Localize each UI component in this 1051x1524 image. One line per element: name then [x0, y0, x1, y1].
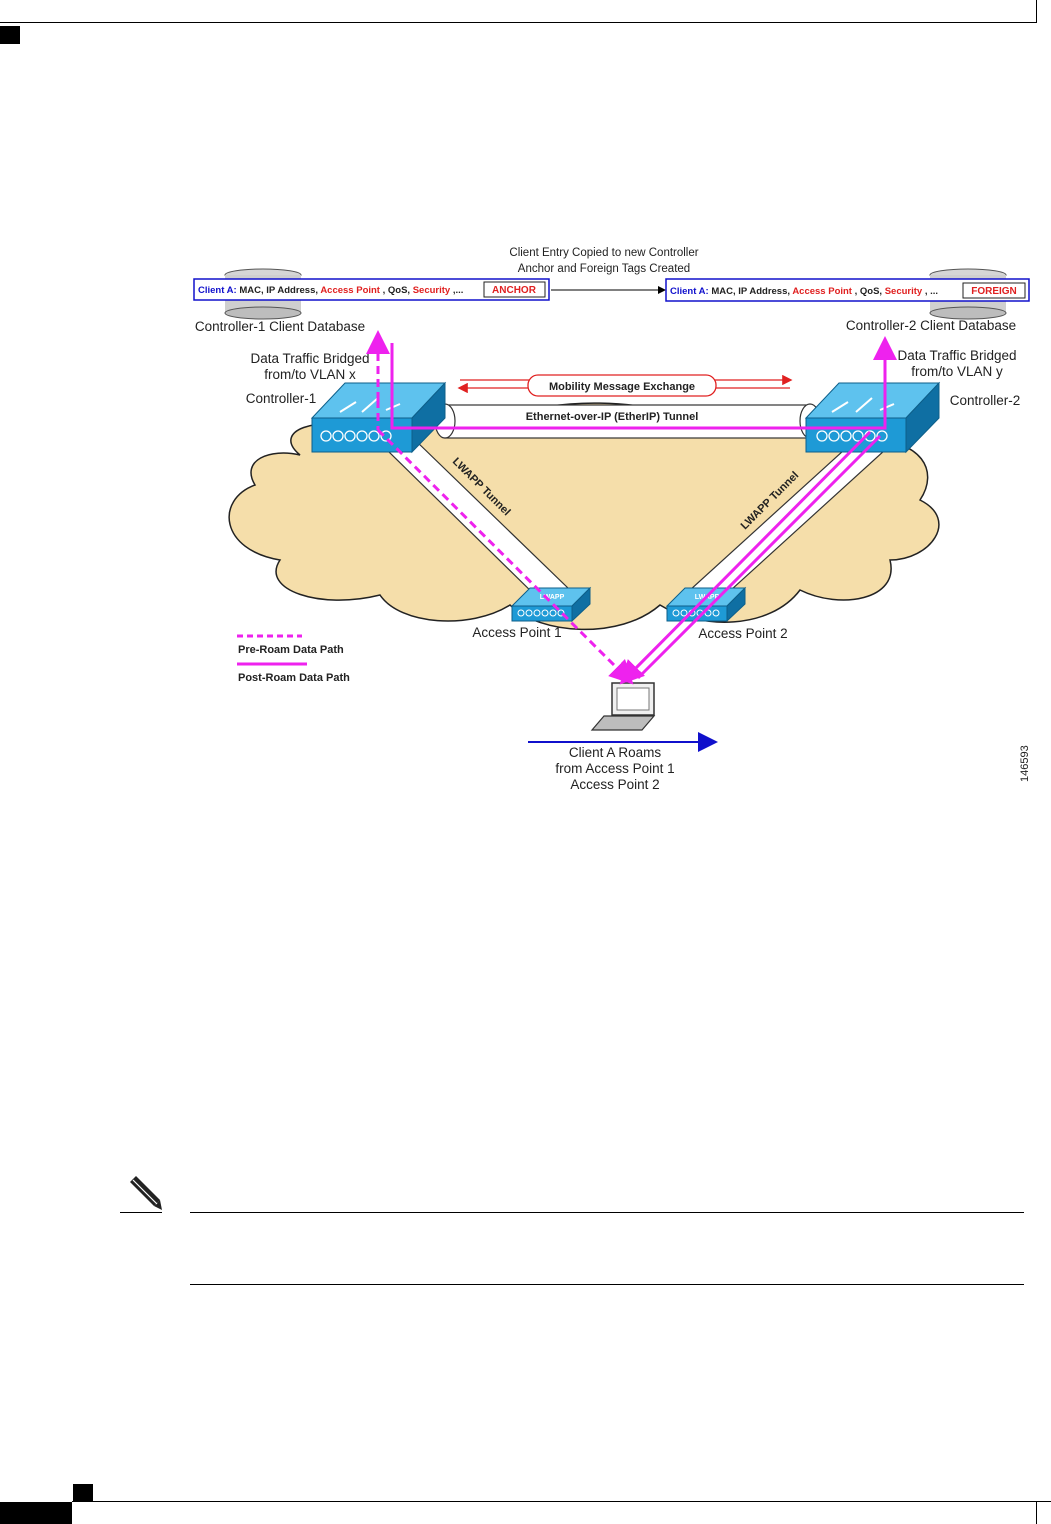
legend-pre-label: Pre-Roam Data Path [238, 644, 344, 656]
client-entry-right-text: Client A: MAC, IP Address, Access Point … [670, 286, 938, 297]
ap2-label: Access Point 2 [698, 626, 787, 641]
bridge-right-line1: Data Traffic Bridged [897, 348, 1016, 363]
controller2-label: Controller-2 [950, 393, 1021, 408]
client-entry-right [665, 278, 1030, 302]
bridge-right-line2: from/to VLAN y [911, 364, 1003, 379]
bridge-left-line1: Data Traffic Bridged [250, 351, 369, 366]
roam-line2: from Access Point 1 [555, 761, 674, 776]
bridge-left-line2: from/to VLAN x [264, 367, 356, 382]
footer-corner-rule [1036, 1502, 1037, 1524]
mobility-label: Mobility Message Exchange [549, 381, 695, 393]
controller2-database-label: Controller-2 Client Database [846, 318, 1016, 333]
legend-post-label: Post-Roam Data Path [238, 672, 350, 684]
controller1-database-label: Controller-1 Client Database [195, 319, 365, 334]
foreign-tag: FOREIGN [971, 286, 1017, 297]
roaming-diagram: Client Entry Copied to new Controller An… [193, 247, 1031, 792]
access-point-1-device [510, 586, 592, 623]
controller1-device [310, 381, 447, 454]
anchor-tag: ANCHOR [492, 285, 537, 296]
roam-line3: Access Point 2 [570, 777, 659, 792]
controller2-device [804, 381, 941, 454]
note-pencil-icon [130, 1176, 162, 1210]
pre-roam-path [366, 330, 634, 685]
client-entry-left-text: Client A: MAC, IP Address, Access Point … [198, 285, 463, 296]
etherip-tunnel [434, 403, 821, 439]
client-entry-left [193, 278, 550, 301]
note-icon-underline [120, 1212, 162, 1213]
ap1-label: Access Point 1 [472, 625, 561, 640]
figure-id: 146593 [1019, 745, 1031, 782]
etherip-label: Ethernet-over-IP (EtherIP) Tunnel [526, 411, 699, 423]
note-bottom-rule [190, 1284, 1024, 1285]
caption-line1: Client Entry Copied to new Controller [509, 247, 698, 259]
header-rule [0, 22, 1036, 23]
post-roam-path [390, 336, 897, 685]
laptop-icon [590, 682, 656, 731]
caption-line2: Anchor and Foreign Tags Created [518, 263, 690, 275]
footer-rule [72, 1501, 1051, 1502]
header-marker [0, 26, 20, 44]
header-corner-rule [1036, 0, 1037, 23]
ap1-badge: LWAPP [540, 594, 565, 601]
controller1-label: Controller-1 [246, 391, 317, 406]
footer-tab [0, 1502, 72, 1524]
footer-marker [73, 1484, 93, 1502]
note-top-rule [190, 1212, 1024, 1213]
roam-line1: Client A Roams [569, 745, 662, 760]
